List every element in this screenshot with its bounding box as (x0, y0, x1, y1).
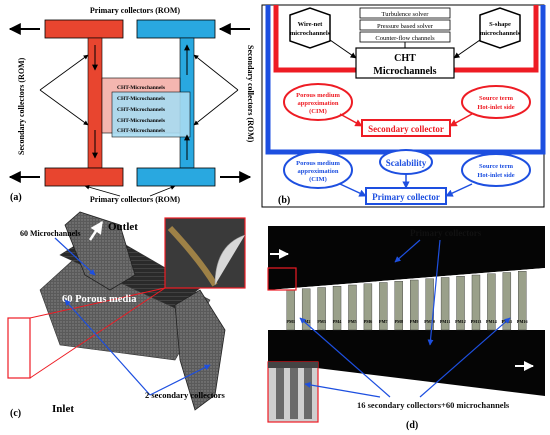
pm-label: PM1 (286, 319, 295, 324)
zoom-box (7, 317, 31, 379)
panel-a-top-title: Primary collectors (ROM) (90, 6, 181, 15)
secondary-collector-text: Secondary collector (368, 124, 444, 134)
inlet-pipe (174, 289, 226, 411)
secondary-collector-column (471, 274, 481, 331)
wire-net-line2: microchannels (290, 30, 331, 37)
panel-a-label: (a) (10, 192, 22, 203)
outlet-label: Outlet (108, 221, 138, 233)
pm-columns: PM1 PM2 PM3 PM4 PM5 PM6 PM7 PM8 PM9 PM10 PM11 PM12 P… (286, 271, 528, 331)
secondary-collector-column (440, 277, 450, 331)
secondary-collector-column (317, 287, 326, 331)
solver-box-1 (359, 7, 451, 19)
cht-title: CHT (394, 53, 416, 64)
cht-subtitle: Microchannels (373, 66, 436, 77)
outlet-pipe (64, 211, 136, 291)
red-porous-line1: Porous medium (296, 92, 340, 99)
panel-c: Outlet 60 Microchannels 60 Porous media … (5, 211, 265, 431)
wire-net-hexagon (289, 7, 331, 49)
pm-label: PM5 (348, 319, 357, 324)
solver-label-1: Turbulence solver (382, 11, 430, 18)
red-source-ellipse (461, 85, 531, 119)
micro-label: 60 Microchannels (20, 229, 81, 238)
red-source-line1: Source term (479, 95, 514, 102)
pm-label: PM16 (517, 319, 528, 324)
top-blue-collector (136, 19, 216, 39)
secondary-collector-column (332, 286, 342, 331)
pm-label: PM12 (455, 319, 466, 324)
pm-label: PM14 (486, 319, 498, 324)
porous-label: 60 Porous media (62, 294, 137, 305)
s-shape-line2: microchannels (480, 30, 521, 37)
top-red-collector (44, 19, 124, 39)
red-porous-line2: approximation (297, 100, 338, 107)
cht-label-4: CHT-Microchannels (117, 118, 165, 124)
panel-a-left-title: Secondary collectors (ROM) (17, 57, 26, 155)
secondary-collector-box (361, 119, 451, 137)
blue-source-ellipse (461, 153, 531, 187)
solver-label-2: Pressure based solver (377, 23, 434, 30)
pm-label: PM9 (410, 319, 419, 324)
blue-source-line1: Source term (479, 163, 514, 170)
pm-label: PM11 (440, 319, 450, 324)
pm-label: PM7 (379, 319, 388, 324)
red-porous-ellipse (283, 83, 353, 121)
pm-label: PM10 (424, 319, 435, 324)
secondary-collector-column (410, 279, 419, 331)
blue-porous-line3: (CIM) (309, 176, 327, 183)
panel-b: Wire-net microchannels S-shape microchan… (261, 4, 546, 208)
secondary-collector-column (456, 276, 465, 331)
panel-b-label: (b) (278, 195, 290, 206)
pm-label: PM3 (317, 319, 326, 324)
panel-a: Primary collectors (ROM) CHT-Microchanne… (8, 6, 255, 204)
secondary-collector-column (379, 282, 388, 331)
pm-label: PM6 (364, 319, 373, 324)
secondary-label: 2 secondary collectors (145, 390, 225, 400)
pm-label: PM8 (394, 319, 403, 324)
secondary-collector-column (502, 272, 512, 331)
cht-label-2: CHT-Microchannels (117, 96, 165, 102)
red-source-line2: Hot-inlet side (477, 104, 514, 111)
secondary-collector-column (301, 288, 311, 331)
bottom-primary-band (268, 330, 545, 396)
solver-box-2 (359, 19, 451, 31)
cht-label-3: CHT-Microchannels (117, 107, 165, 113)
secondary-collector-column (348, 284, 357, 331)
wire-net-line1: Wire-net (298, 21, 324, 28)
s-shape-line1: S-shape (489, 21, 511, 28)
cht-label-5: CHT-Microchannels (117, 128, 165, 134)
solver-label-3: Counter-flow channels (375, 35, 435, 42)
secondary-collector-column (394, 281, 403, 331)
blue-source-line2: Hot-inlet side (477, 172, 514, 179)
top-zoom-box (267, 267, 297, 291)
blue-porous-line2: approximation (297, 168, 338, 175)
panel-d-label: (d) (406, 420, 418, 431)
s-shape-hexagon (479, 7, 521, 49)
secondary-collector-column (286, 289, 295, 331)
pm-label: PM2 (302, 319, 311, 324)
pm-label: PM4 (333, 319, 343, 324)
cht-block-blue (111, 91, 191, 138)
primary-collector-text: Primary collector (372, 192, 440, 202)
bottom-red-collector (44, 167, 124, 187)
panel-c-label: (c) (10, 408, 21, 419)
blue-porous-line1: Porous medium (296, 160, 340, 167)
secondary-label-d: 16 secondary collectors+60 microchannels (357, 400, 510, 410)
secondary-collector-column (518, 271, 527, 331)
panel-d: PM1 PM2 PM3 PM4 PM5 PM6 PM7 PM8 PM9 PM10 PM11 PM12 P… (267, 226, 545, 431)
pm-label: PM13 (471, 319, 482, 324)
secondary-collector-column (487, 273, 496, 331)
cht-label-1: CHT-Microchannels (117, 85, 165, 91)
top-primary-band (268, 226, 545, 290)
scalability-text: Scalability (386, 158, 427, 168)
bottom-blue-collector (136, 167, 216, 187)
panel-a-bottom-title: Primary collectors (ROM) (90, 195, 181, 204)
primary-label: Primary collectors (410, 228, 482, 238)
inlet-label: Inlet (52, 403, 74, 415)
panel-a-right-title: Secondary collectors (ROM) (246, 45, 255, 143)
secondary-collector-column (363, 283, 373, 331)
red-porous-line3: (CIM) (309, 108, 327, 115)
blue-porous-ellipse (283, 151, 353, 189)
